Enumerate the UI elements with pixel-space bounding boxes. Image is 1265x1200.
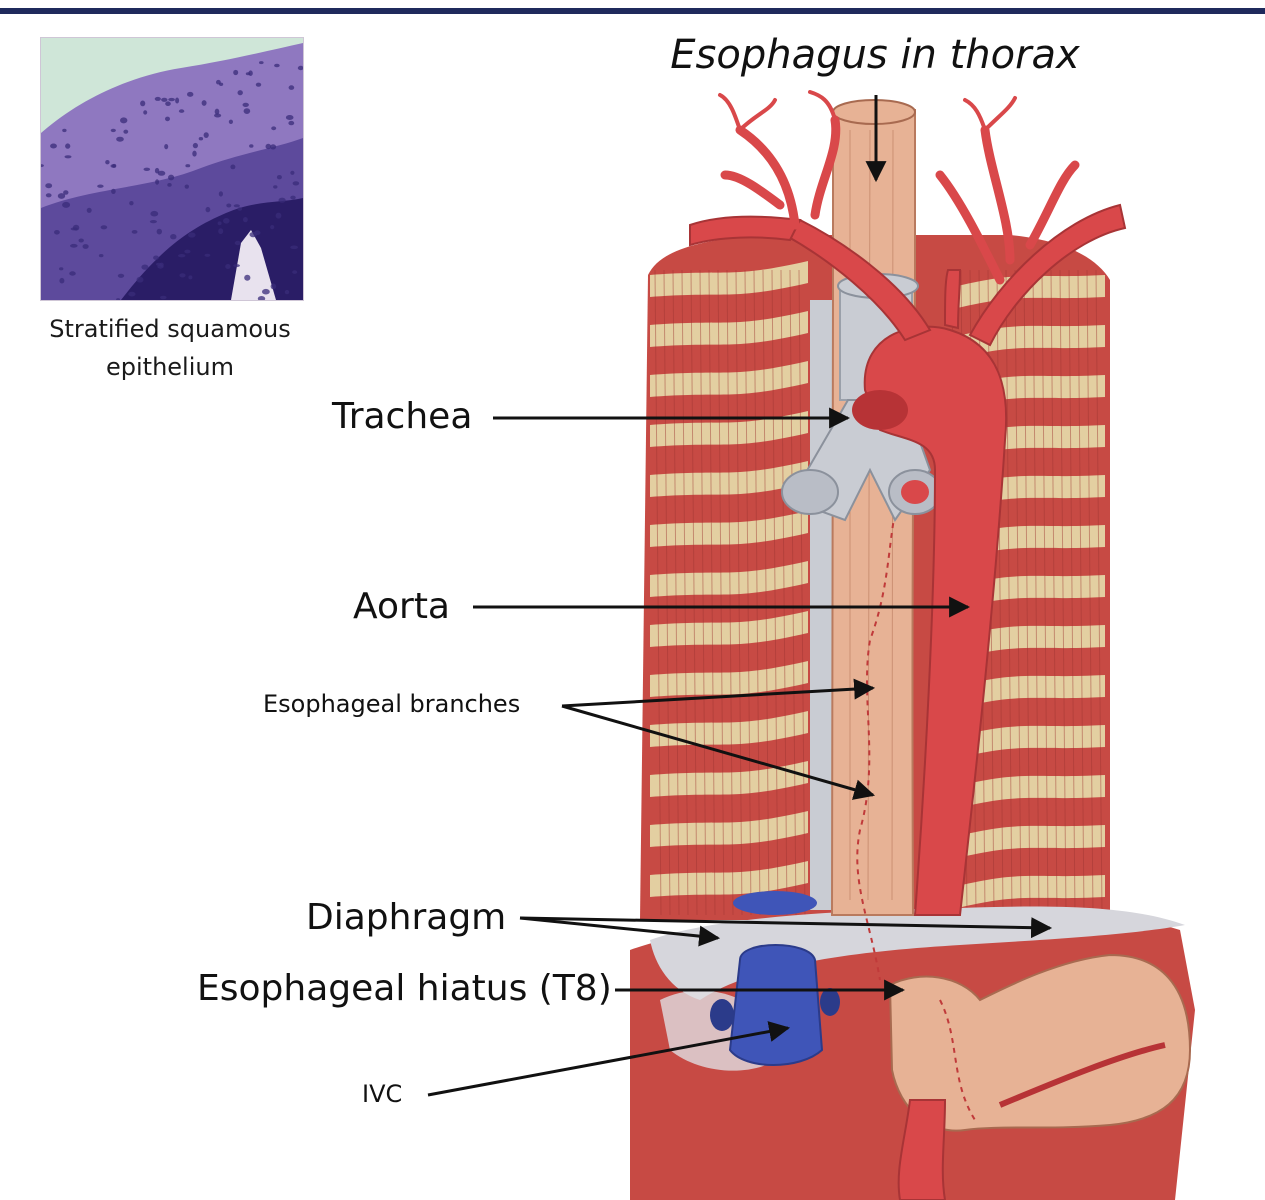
histology-caption: Stratified squamous epithelium	[20, 310, 320, 386]
rib	[945, 725, 1105, 761]
annotation-arrows	[427, 95, 1053, 1097]
rib	[650, 561, 808, 597]
rib	[945, 775, 1105, 811]
top-rule	[0, 8, 1265, 14]
label-esophageal-branches: Esophageal branches	[263, 690, 521, 718]
rib	[650, 811, 808, 847]
caption-line-1: Stratified squamous	[49, 315, 291, 343]
rib	[650, 511, 808, 547]
label-ivc: IVC	[362, 1080, 403, 1108]
histology-image	[41, 38, 303, 300]
rib	[945, 825, 1105, 861]
arrow-branch-2	[561, 704, 876, 800]
arrow-ivc	[427, 1021, 791, 1097]
caption-line-2: epithelium	[106, 353, 234, 381]
rib	[650, 711, 808, 747]
label-trachea: Trachea	[332, 396, 473, 437]
rib	[650, 311, 808, 347]
aorta	[689, 90, 1127, 916]
rib	[650, 861, 808, 897]
diagram-title: Esophagus in thorax	[670, 32, 1080, 78]
rib	[650, 661, 808, 697]
rib	[650, 461, 808, 497]
stomach	[888, 953, 1192, 1132]
rib	[650, 261, 808, 297]
rib	[650, 761, 808, 797]
rib	[650, 411, 808, 447]
label-esophageal-hiatus: Esophageal hiatus (T8)	[197, 968, 612, 1009]
histology-micrograph	[40, 37, 304, 301]
rib	[945, 875, 1105, 911]
rib	[650, 361, 808, 397]
label-aorta: Aorta	[353, 586, 450, 627]
rib	[650, 611, 808, 647]
arrow-diaphragm-left	[519, 916, 721, 947]
arrow-branch-1	[561, 678, 876, 708]
label-diaphragm: Diaphragm	[306, 897, 507, 938]
arrow-diaphragm-right	[519, 916, 1053, 939]
